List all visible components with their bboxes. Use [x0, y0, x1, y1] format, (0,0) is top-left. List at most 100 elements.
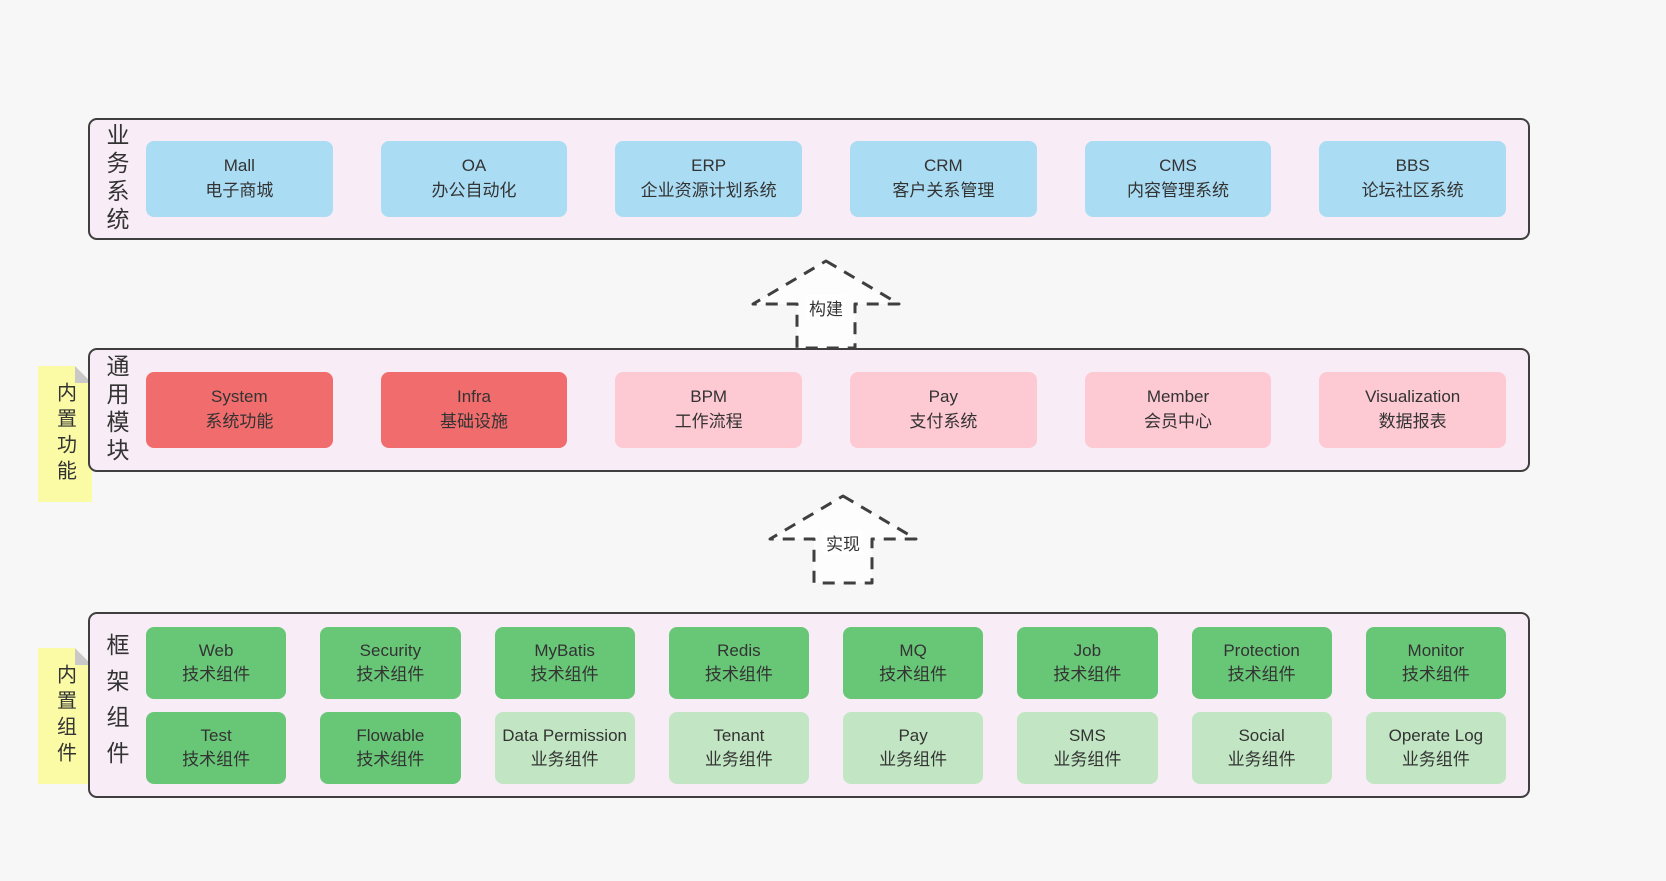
box-name: BPM — [690, 387, 728, 407]
box-mall: Mall 电子商城 — [146, 141, 333, 217]
box-flowable: Flowable 技术组件 — [320, 711, 461, 784]
box-name: BBS — [1395, 156, 1430, 176]
box-erp: ERP 企业资源计划系统 — [615, 141, 802, 217]
box-test: Test 技术组件 — [146, 711, 287, 784]
box-name: CMS — [1159, 156, 1197, 176]
box-tenant: Tenant 业务组件 — [668, 711, 809, 784]
box-name: Monitor — [1407, 640, 1465, 660]
box-desc: 办公自动化 — [431, 181, 517, 200]
box-desc: 技术组件 — [1401, 664, 1470, 684]
box-desc: 工作流程 — [674, 412, 743, 431]
box-name: MyBatis — [534, 640, 595, 660]
arrow-label: 实现 — [823, 530, 863, 555]
box-name: Job — [1073, 640, 1102, 660]
box-name: Test — [200, 725, 232, 745]
box-name: Infra — [456, 387, 491, 407]
box-job: Job 技术组件 — [1017, 626, 1158, 699]
business-boxes: Mall 电子商城 OA 办公自动化 ERP 企业资源计划系统 CRM 客户关系… — [142, 120, 1528, 238]
arrow-label: 构建 — [806, 295, 846, 320]
box-desc: 技术组件 — [879, 664, 948, 684]
box-name: Visualization — [1365, 387, 1461, 407]
box-bpm: BPM 工作流程 — [615, 372, 802, 448]
box-desc: 技术组件 — [356, 664, 425, 684]
box-data-permission: Data Permission 业务组件 — [494, 711, 635, 784]
box-desc: 支付系统 — [909, 412, 978, 431]
layer-label: 通用模块 — [103, 354, 129, 466]
box-name: ERP — [691, 156, 727, 176]
box-social: Social 业务组件 — [1191, 711, 1332, 784]
box-desc: 业务组件 — [1401, 749, 1470, 769]
box-desc: 技术组件 — [530, 664, 599, 684]
box-member: Member 会员中心 — [1084, 372, 1272, 448]
box-desc: 电子商城 — [205, 181, 274, 200]
box-desc: 内容管理系统 — [1126, 181, 1229, 200]
box-desc: 基础设施 — [439, 412, 508, 431]
box-desc: 业务组件 — [704, 749, 773, 769]
box-name: OA — [461, 156, 487, 176]
box-security: Security 技术组件 — [320, 626, 461, 699]
layer-business-systems: 业务系统 Mall 电子商城 OA 办公自动化 ERP 企业资源计划系统 CRM… — [88, 118, 1530, 240]
box-redis: Redis 技术组件 — [668, 626, 809, 699]
box-operate-log: Operate Log 业务组件 — [1365, 711, 1506, 784]
box-name: Operate Log — [1388, 725, 1484, 745]
box-desc: 技术组件 — [182, 749, 251, 769]
box-name: MQ — [899, 640, 927, 660]
box-name: Security — [359, 640, 422, 660]
box-monitor: Monitor 技术组件 — [1365, 626, 1506, 699]
box-cms: CMS 内容管理系统 — [1084, 141, 1272, 217]
box-name: Flowable — [356, 725, 425, 745]
box-name: Mall — [223, 156, 255, 176]
box-name: Protection — [1223, 640, 1300, 660]
box-desc: 技术组件 — [182, 664, 251, 684]
box-desc: 技术组件 — [1053, 664, 1122, 684]
layer-label: 框架组件 — [103, 633, 129, 777]
box-name: Pay — [928, 387, 958, 407]
box-name: Data Permission — [502, 725, 627, 745]
box-desc: 技术组件 — [356, 749, 425, 769]
box-protection: Protection 技术组件 — [1191, 626, 1332, 699]
box-desc: 技术组件 — [1227, 664, 1296, 684]
box-infra: Infra 基础设施 — [380, 372, 568, 448]
box-mq: MQ 技术组件 — [843, 626, 984, 699]
build-arrow: 构建 — [751, 259, 901, 351]
box-desc: 论坛社区系统 — [1361, 181, 1464, 200]
implement-arrow: 实现 — [768, 494, 918, 586]
box-name: Pay — [898, 725, 928, 745]
component-boxes: Web 技术组件 Security 技术组件 MyBatis 技术组件 Redi… — [142, 614, 1528, 796]
module-boxes: System 系统功能 Infra 基础设施 BPM 工作流程 Pay 支付系统… — [142, 350, 1528, 470]
box-name: CRM — [923, 156, 963, 176]
box-desc: 业务组件 — [530, 749, 599, 769]
box-bbs: BBS 论坛社区系统 — [1319, 141, 1506, 217]
box-pay-module: Pay 支付系统 — [850, 372, 1037, 448]
box-desc: 会员中心 — [1143, 412, 1212, 431]
box-desc: 业务组件 — [879, 749, 948, 769]
sticky-note-text: 内置功能 — [53, 382, 76, 486]
sticky-note-text: 内置组件 — [53, 664, 76, 768]
box-desc: 数据报表 — [1378, 412, 1447, 431]
box-desc: 系统功能 — [205, 412, 274, 431]
box-name: Tenant — [713, 725, 765, 745]
box-name: Member — [1146, 387, 1210, 407]
box-oa: OA 办公自动化 — [380, 141, 568, 217]
layer-framework-components: 框架组件 Web 技术组件 Security 技术组件 MyBatis 技术组件… — [88, 612, 1530, 798]
box-name: Social — [1238, 725, 1285, 745]
box-crm: CRM 客户关系管理 — [850, 141, 1037, 217]
box-web: Web 技术组件 — [146, 626, 287, 699]
box-system: System 系统功能 — [146, 372, 333, 448]
box-desc: 业务组件 — [1053, 749, 1122, 769]
box-desc: 技术组件 — [704, 664, 773, 684]
layer-label: 业务系统 — [103, 123, 129, 235]
layer-common-modules: 通用模块 System 系统功能 Infra 基础设施 BPM 工作流程 Pay… — [88, 348, 1530, 472]
sticky-note-builtin-features: 内置功能 — [38, 366, 92, 502]
box-mybatis: MyBatis 技术组件 — [494, 626, 635, 699]
box-sms: SMS 业务组件 — [1017, 711, 1158, 784]
box-name: Web — [198, 640, 234, 660]
box-pay-component: Pay 业务组件 — [843, 711, 984, 784]
box-desc: 企业资源计划系统 — [640, 181, 777, 200]
sticky-note-builtin-components: 内置组件 — [38, 648, 92, 784]
box-desc: 业务组件 — [1227, 749, 1296, 769]
box-name: System — [210, 387, 268, 407]
box-desc: 客户关系管理 — [892, 181, 995, 200]
box-name: SMS — [1068, 725, 1106, 745]
